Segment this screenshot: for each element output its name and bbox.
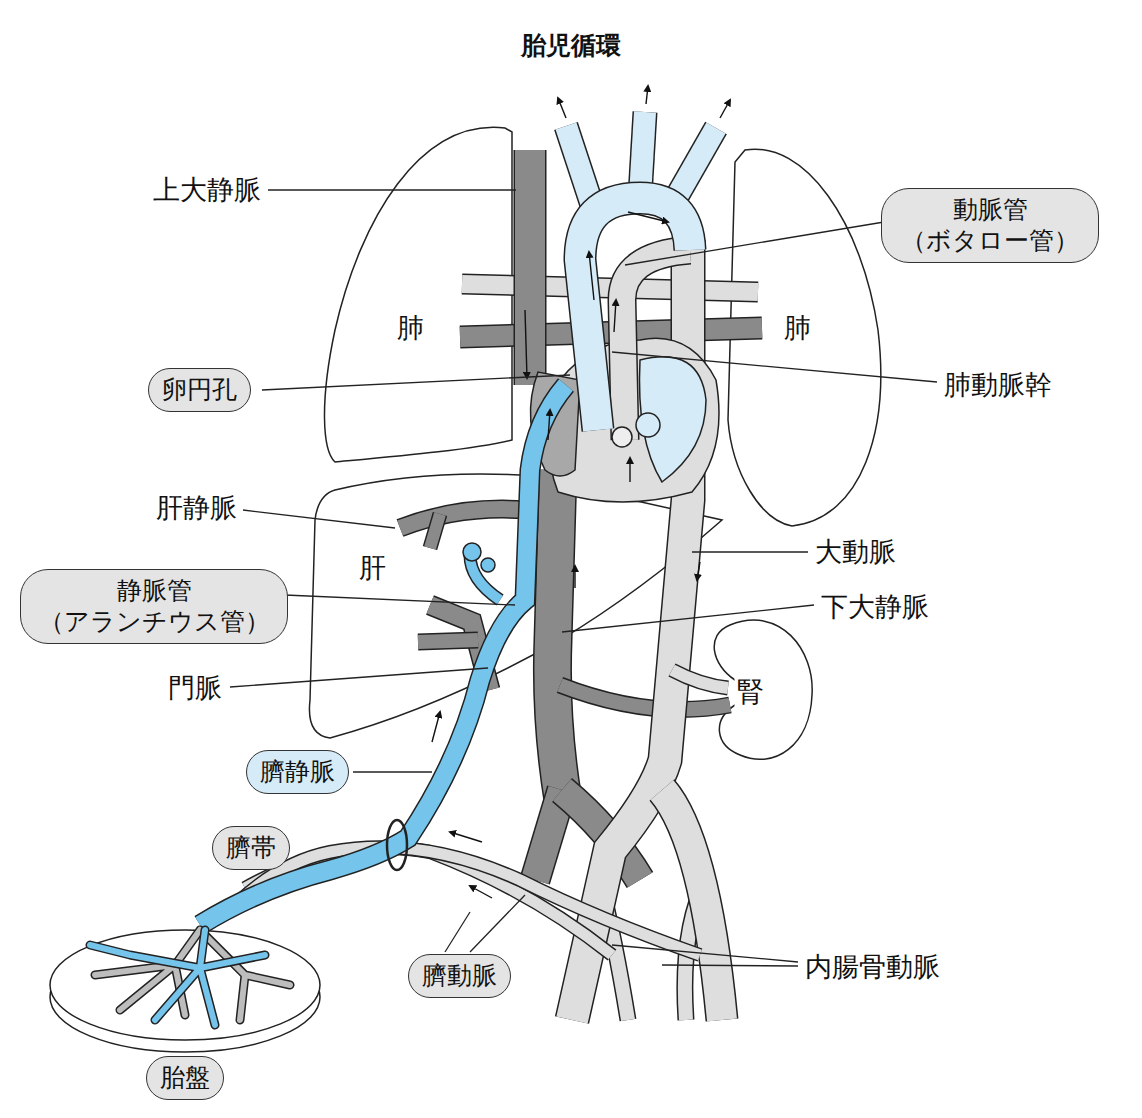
structure-label: 肝静脈 (154, 492, 239, 523)
diagram-title: 胎児循環 (521, 29, 621, 62)
structure-label: 肺 (395, 312, 426, 343)
label-box: 動脈管 （ボタロー管） (881, 188, 1099, 263)
box-text: 動脈管 （ボタロー管） (895, 194, 1085, 257)
label-box: 胎盤 (146, 1056, 224, 1100)
label-box: 臍静脈 (246, 750, 349, 794)
box-text: 臍静脈 (260, 756, 335, 787)
structure-label: 大動脈 (813, 536, 898, 567)
structure-label: 門脈 (166, 672, 224, 703)
label-box: 卵円孔 (148, 368, 251, 412)
structure-label: 内腸骨動脈 (803, 951, 942, 982)
box-text: 静脈管 （アランチウス管） (34, 575, 274, 638)
box-text: 卵円孔 (162, 374, 237, 405)
structure-label: 肺動脈幹 (942, 369, 1054, 400)
structure-label: 肝 (357, 552, 388, 583)
label-box: 静脈管 （アランチウス管） (20, 569, 288, 644)
label-box: 臍帯 (212, 826, 290, 870)
structure-label: 上大静脈 (151, 174, 263, 205)
structure-label: 肺 (782, 312, 813, 343)
box-text: 臍動脈 (422, 960, 497, 991)
structure-label: 下大静脈 (819, 591, 931, 622)
structure-label: 腎 (735, 676, 766, 707)
label-box: 臍動脈 (408, 954, 511, 998)
box-text: 臍帯 (226, 832, 276, 863)
box-text: 胎盤 (160, 1062, 210, 1093)
